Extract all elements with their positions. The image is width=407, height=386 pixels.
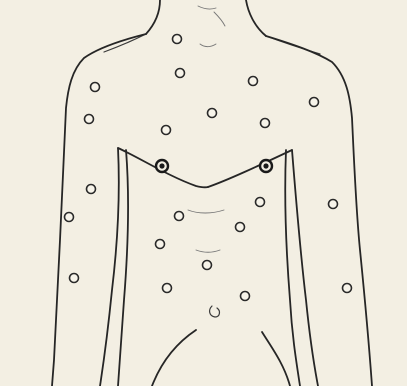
spot bbox=[241, 292, 250, 301]
nipples bbox=[156, 160, 272, 172]
neck-left-line bbox=[146, 0, 160, 34]
right-torso-side bbox=[285, 150, 300, 386]
sternal-notch bbox=[200, 44, 216, 47]
spot bbox=[91, 83, 100, 92]
left-nipple bbox=[156, 160, 168, 172]
spots bbox=[65, 35, 352, 301]
spot bbox=[70, 274, 79, 283]
right-groin-line bbox=[262, 332, 290, 386]
spot bbox=[236, 223, 245, 232]
left-clavicle bbox=[104, 34, 146, 52]
spot bbox=[85, 115, 94, 124]
spot bbox=[162, 126, 171, 135]
navel bbox=[210, 306, 220, 317]
spot bbox=[87, 185, 96, 194]
body-outline bbox=[52, 0, 372, 386]
spot bbox=[156, 240, 165, 249]
abdomen-line-1 bbox=[188, 210, 224, 213]
spot bbox=[65, 213, 74, 222]
spot bbox=[256, 198, 265, 207]
left-groin-line bbox=[152, 330, 196, 386]
right-pectoral-line bbox=[208, 150, 292, 187]
spot bbox=[310, 98, 319, 107]
abdomen-line-2 bbox=[196, 250, 220, 252]
right-nipple bbox=[260, 160, 272, 172]
neck-shading bbox=[198, 6, 225, 26]
right-shoulder bbox=[266, 36, 372, 386]
spot bbox=[173, 35, 182, 44]
spot bbox=[175, 212, 184, 221]
spot bbox=[203, 261, 212, 270]
spot bbox=[176, 69, 185, 78]
spot bbox=[329, 200, 338, 209]
spot bbox=[261, 119, 270, 128]
right-inner-arm bbox=[292, 150, 318, 386]
spot bbox=[163, 284, 172, 293]
neck-right-line bbox=[246, 0, 266, 36]
spot bbox=[208, 109, 217, 118]
left-inner-arm bbox=[100, 148, 119, 386]
spot bbox=[343, 284, 352, 293]
spot bbox=[249, 77, 258, 86]
